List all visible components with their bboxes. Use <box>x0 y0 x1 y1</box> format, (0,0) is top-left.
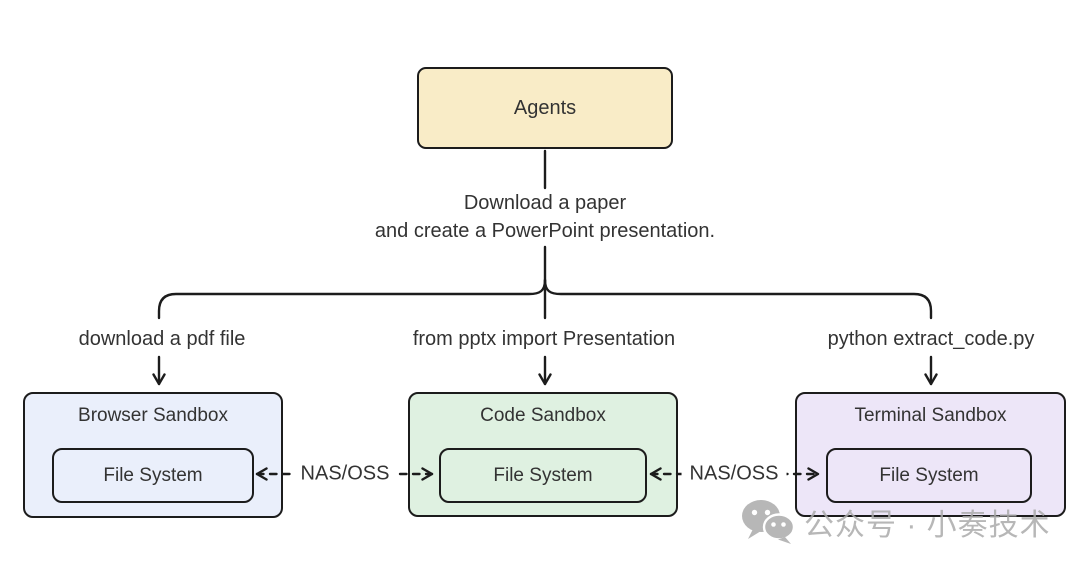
edge-label-pptx-import: from pptx import Presentation <box>412 328 676 350</box>
terminal-sandbox-box: Terminal Sandbox File System <box>795 392 1066 517</box>
code-sandbox-box: Code Sandbox File System <box>408 392 678 517</box>
terminal-file-system-label: File System <box>879 464 979 486</box>
nas-oss-label-left: NAS/OSS <box>292 460 398 488</box>
browser-sandbox-box: Browser Sandbox File System <box>23 392 283 518</box>
terminal-sandbox-title: Terminal Sandbox <box>854 405 1007 426</box>
terminal-file-system-box: File System <box>826 448 1032 503</box>
nas-oss-label-right: NAS/OSS <box>681 460 787 488</box>
agents-label: Agents <box>513 96 577 119</box>
task-caption-line-2: and create a PowerPoint presentation. <box>374 220 716 242</box>
browser-file-system-label: File System <box>103 464 203 486</box>
code-file-system-label: File System <box>493 464 593 486</box>
task-caption-line-1: Download a paper <box>463 192 627 214</box>
agents-box: Agents <box>417 67 673 149</box>
branch-left-rail <box>157 278 547 320</box>
code-sandbox-title: Code Sandbox <box>480 405 606 426</box>
edge-label-python-extract: python extract_code.py <box>827 328 1035 350</box>
browser-sandbox-title: Browser Sandbox <box>78 405 228 426</box>
task-caption: Download a paper and create a PowerPoint… <box>375 189 715 245</box>
browser-file-system-box: File System <box>52 448 254 503</box>
wechat-icon <box>742 500 795 544</box>
watermark-text: 公众号 · 小奏技术 <box>804 508 1051 542</box>
watermark: 公众号 · 小奏技术 <box>741 498 1051 545</box>
code-file-system-box: File System <box>439 448 647 503</box>
edge-label-download-pdf: download a pdf file <box>78 328 246 350</box>
branch-right-rail <box>543 278 933 320</box>
